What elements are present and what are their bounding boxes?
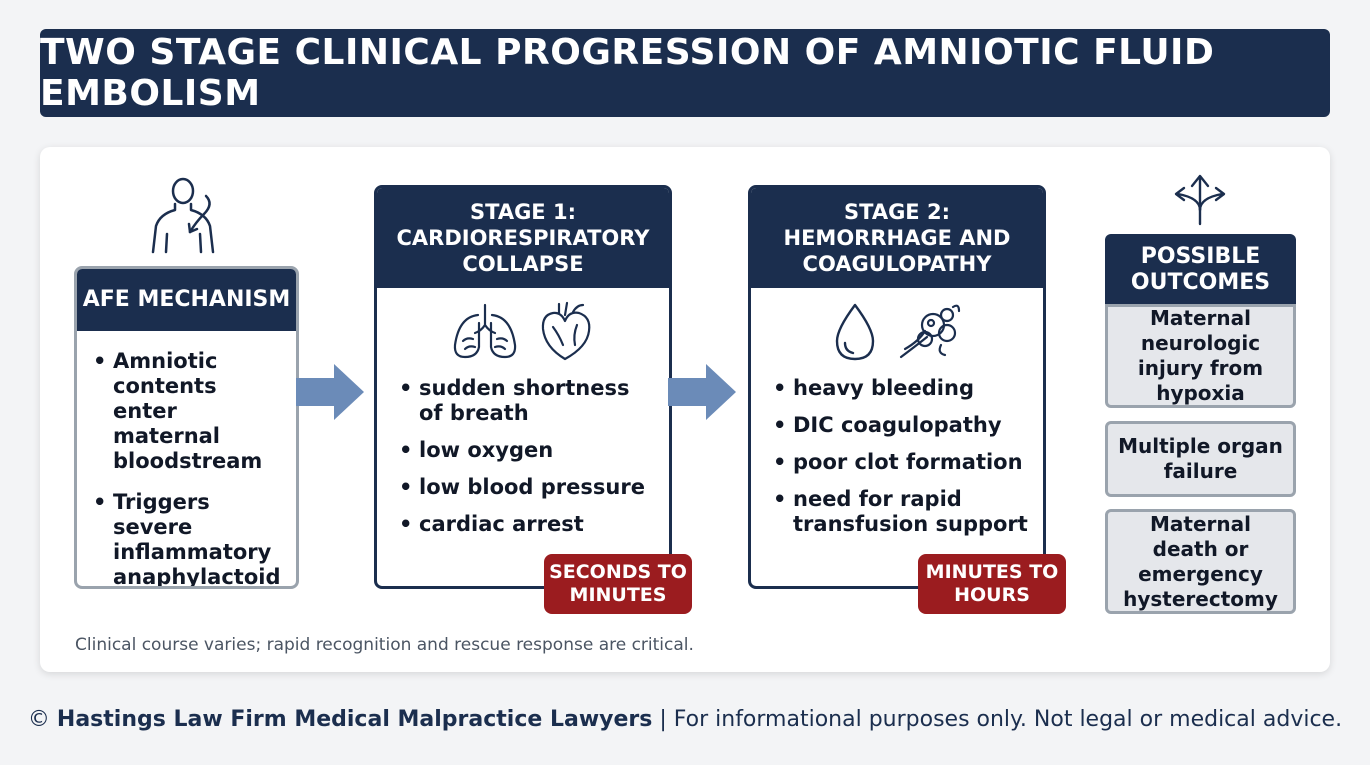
blood-clot-icon — [899, 304, 961, 359]
stage1-heading: STAGE 1: CARDIORESPIRATORY COLLAPSE — [377, 188, 669, 288]
list-item: DIC coagulopathy — [773, 413, 1031, 438]
list-item: cardiac arrest — [399, 512, 657, 537]
blood-drop-icon — [835, 303, 875, 361]
stage2-icons — [751, 288, 1043, 376]
mechanism-list: Amniotic contents enter maternal bloodst… — [77, 331, 296, 586]
mechanism-heading: AFE MECHANISM — [77, 269, 296, 331]
stage1-time-badge: SECONDS TO MINUTES — [544, 554, 692, 614]
list-item: need for rapid transfusion support — [773, 487, 1031, 537]
mechanism-card: AFE MECHANISM Amniotic contents enter ma… — [74, 266, 299, 589]
list-item: sudden shortness of breath — [399, 376, 657, 426]
stage1-card: STAGE 1: CARDIORESPIRATORY COLLAPSE sudd… — [374, 185, 672, 589]
list-item: Triggers severe inflammatory anaphylacto… — [93, 490, 284, 586]
stage2-list: heavy bleeding DIC coagulopathy poor clo… — [751, 376, 1043, 537]
list-item: low blood pressure — [399, 475, 657, 500]
stage2-time-badge: MINUTES TO HOURS — [918, 554, 1066, 614]
branching-arrows-icon — [1174, 174, 1226, 226]
lungs-icon — [453, 303, 517, 359]
firm-name: Hastings Law Firm Medical Malpractice La… — [56, 707, 653, 732]
outcome-item: Maternal death or emergency hysterectomy — [1105, 509, 1296, 614]
stage1-icons — [377, 288, 669, 376]
person-chest-pain-icon — [151, 177, 215, 254]
flow-arrow-icon — [296, 364, 364, 420]
credit-line: © Hastings Law Firm Medical Malpractice … — [0, 707, 1370, 732]
list-item: heavy bleeding — [773, 376, 1031, 401]
footnote: Clinical course varies; rapid recognitio… — [75, 635, 694, 655]
list-item: low oxygen — [399, 438, 657, 463]
page-title: TWO STAGE CLINICAL PROGRESSION OF AMNIOT… — [40, 32, 1215, 114]
copyright-symbol: © — [27, 707, 50, 732]
outcomes-heading: POSSIBLE OUTCOMES — [1105, 234, 1296, 306]
stage1-list: sudden shortness of breath low oxygen lo… — [377, 376, 669, 537]
list-item: poor clot formation — [773, 450, 1031, 475]
stage2-heading: STAGE 2: HEMORRHAGE AND COAGULOPATHY — [751, 188, 1043, 288]
heart-icon — [541, 301, 591, 361]
stage2-card: STAGE 2: HEMORRHAGE AND COAGULOPATHY hea… — [748, 185, 1046, 589]
title-banner: TWO STAGE CLINICAL PROGRESSION OF AMNIOT… — [40, 29, 1330, 117]
disclaimer: | For informational purposes only. Not l… — [659, 707, 1343, 732]
outcome-item: Multiple organ failure — [1105, 421, 1296, 497]
flow-arrow-icon — [668, 364, 736, 420]
outcome-item: Maternal neurologic injury from hypoxia — [1105, 304, 1296, 408]
list-item: Amniotic contents enter maternal bloodst… — [93, 349, 284, 474]
